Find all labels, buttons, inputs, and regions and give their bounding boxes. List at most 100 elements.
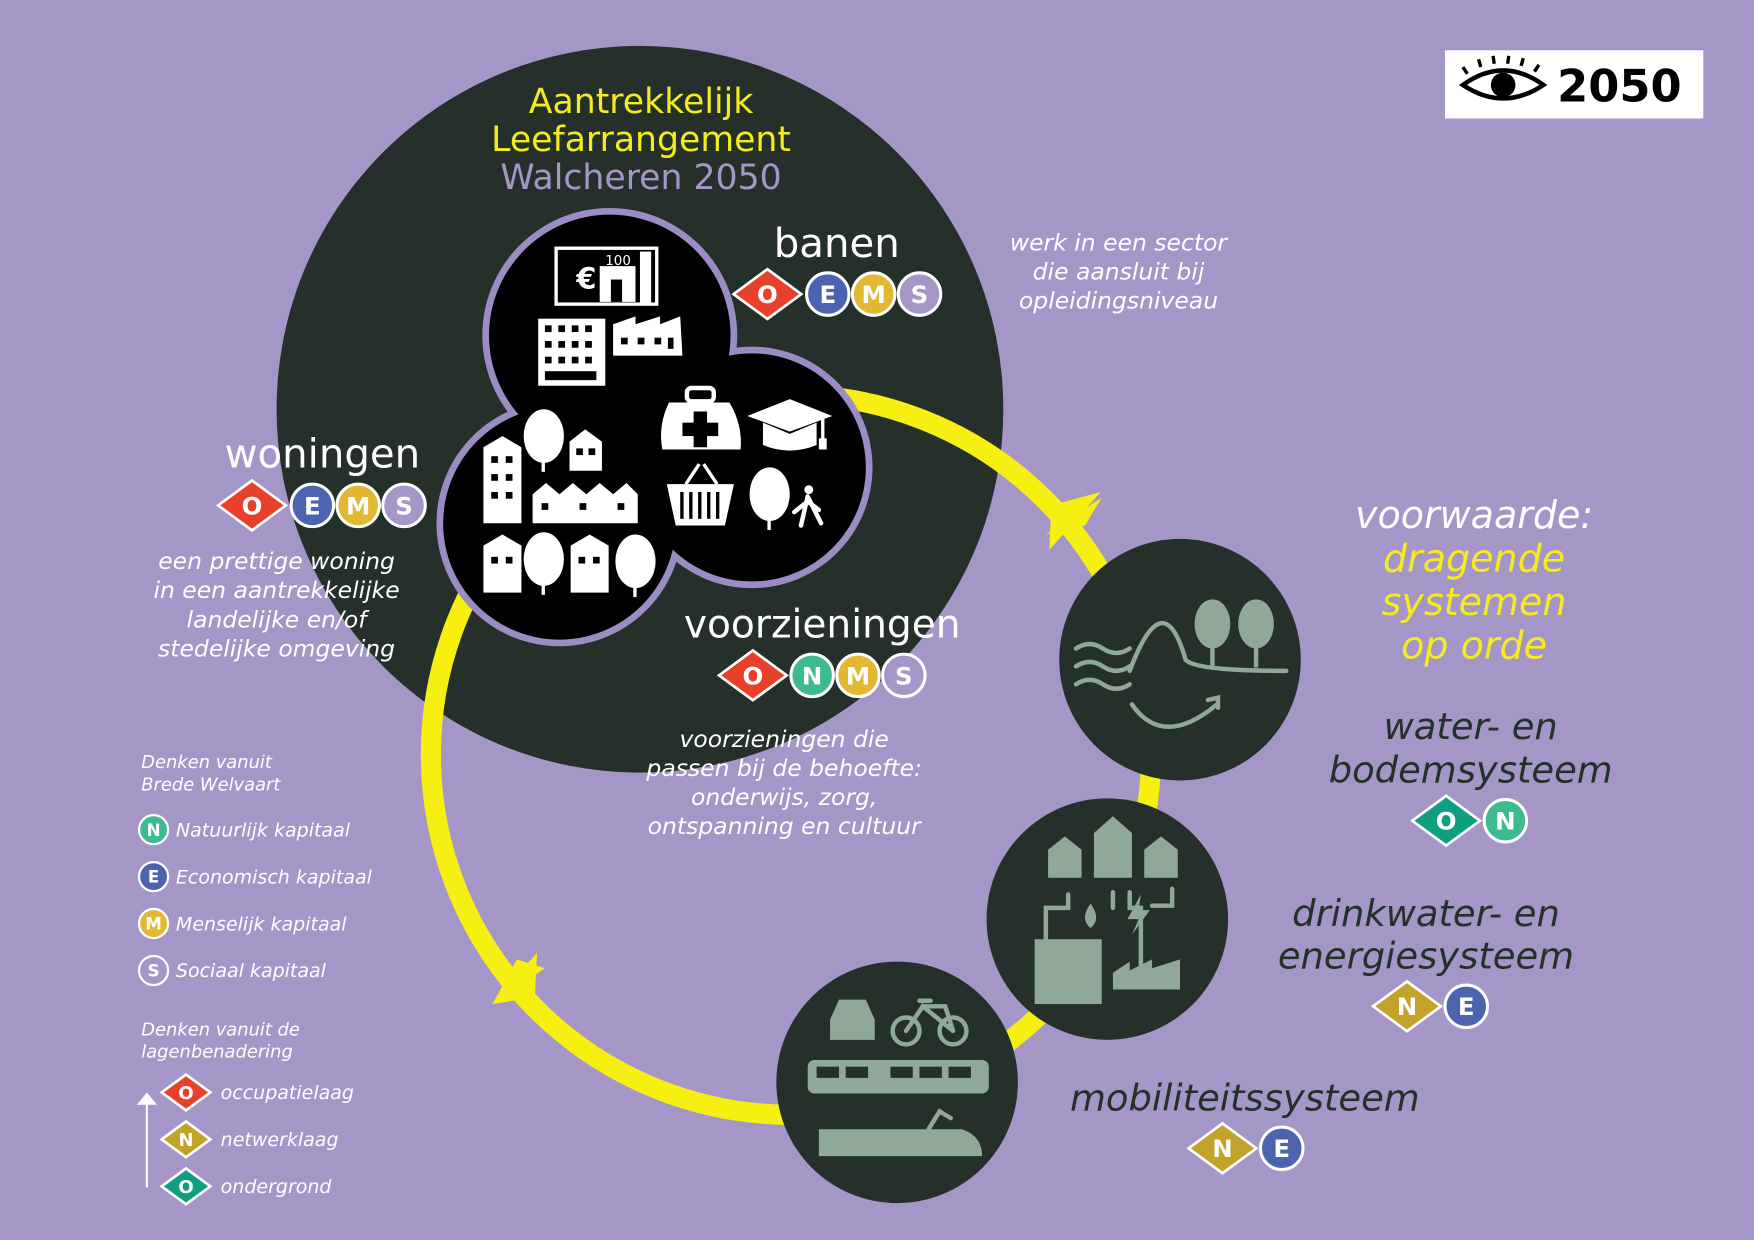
badge-letter: N (178, 1130, 193, 1151)
circle-shape (289, 482, 336, 529)
svg-text:100: 100 (605, 254, 631, 269)
system-energy-line2: energiesysteem (1278, 934, 1574, 977)
legend-lagen-title-2: lagenbenadering (141, 1042, 293, 1063)
legend-welvaart-title-2: Brede Welvaart (141, 775, 281, 796)
voorwaarde-line1: voorwaarde: (1355, 493, 1593, 537)
voorzieningen-badge-s: S (881, 652, 927, 699)
badge-letter: M (145, 914, 162, 934)
circle-shape (789, 652, 835, 699)
water-badge-n: N (1482, 797, 1529, 844)
woningen-desc-1: een prettige woning (158, 547, 395, 575)
system-water-line1: water- en (1384, 705, 1558, 748)
banknote-icon: € 100 (554, 246, 659, 306)
circle-shape (881, 652, 927, 699)
cycle-arrow-up (1049, 491, 1101, 551)
badge-letter: M (861, 280, 885, 309)
circle-shape (381, 482, 427, 529)
badge-letter: O (178, 1177, 193, 1198)
water-badge-o: O (1410, 794, 1483, 848)
woningen-badge-m: M (335, 482, 381, 529)
legend-welvaart-label: Sociaal kapitaal (176, 960, 327, 982)
eye-icon (1458, 55, 1548, 101)
circle-shape (335, 482, 381, 529)
banen-badge-s: S (896, 271, 943, 317)
svg-text:€: € (575, 261, 596, 295)
badge-letter: N (1212, 1134, 1232, 1163)
diamond-shape (1375, 983, 1439, 1030)
badge-letter: O (743, 661, 764, 690)
diamond-shape (1190, 1125, 1255, 1172)
banen-badge-e: E (805, 271, 851, 317)
circle-shape (1258, 1125, 1305, 1172)
legend-layer-badge-o: O (159, 1072, 213, 1112)
badge-letter: N (1495, 807, 1515, 836)
voorwaarde-line3: systemen (1382, 580, 1567, 624)
voorwaarde-line2: dragende (1383, 536, 1565, 580)
badge-letter: O (1436, 807, 1457, 836)
voorzieningen-desc-4: ontspanning en cultuur (648, 812, 922, 840)
badge-letter: S (148, 961, 160, 981)
circle-shape (137, 907, 170, 940)
legend-layer-label: ondergrond (221, 1176, 333, 1198)
diamond-shape (1414, 797, 1478, 844)
shopping-basket-icon (666, 463, 734, 526)
tree-walker-icon (749, 467, 824, 530)
banen-desc-2: die aansluit bij (1033, 258, 1205, 286)
banen-label: banen (774, 221, 900, 267)
woningen-badge-e: E (289, 482, 336, 529)
badge-letter: E (819, 280, 836, 309)
water-soil-system-circle (1059, 538, 1301, 781)
circle-shape (137, 813, 170, 846)
banen-desc-1: werk in een sector (1010, 228, 1229, 256)
energy-badge-n: N (1370, 979, 1444, 1033)
energy-badge-e: E (1443, 983, 1490, 1030)
medical-kit-icon (661, 385, 741, 450)
badge-letter: N (802, 661, 822, 690)
badge-letter: E (1458, 992, 1475, 1021)
circle-shape (137, 954, 170, 987)
legend-layer-label: occupatielaag (221, 1082, 354, 1104)
legend-welvaart-label: Menselijk kapitaal (176, 913, 347, 935)
voorzieningen-label: voorzieningen (684, 602, 961, 647)
circle-shape (137, 860, 170, 893)
circle-shape (896, 271, 943, 317)
voorzieningen-desc-2: passen bij de behoefte: (645, 754, 922, 782)
mobility-system-circle (776, 961, 1018, 1204)
badge-letter: O (242, 491, 263, 520)
voorzieningen-badge-n: N (789, 652, 835, 699)
circle-shape (850, 271, 897, 317)
circle-shape (1482, 797, 1529, 844)
diamond-shape (163, 1123, 209, 1156)
badge-letter: S (895, 661, 913, 690)
legend-welvaart-label: Natuurlijk kapitaal (176, 819, 351, 841)
legend-layer-badge-o: O (159, 1166, 213, 1206)
logo-2050: 2050 (1445, 50, 1704, 119)
woningen-desc-2: in een aantrekkelijke (153, 576, 399, 604)
badge-letter: N (147, 820, 161, 840)
factory-icon (613, 316, 683, 356)
title-line1: Aantrekkelijk (529, 82, 754, 122)
badge-letter: M (846, 661, 870, 690)
legend-badge-s: S (137, 954, 170, 987)
banen-desc-3: opleidingsniveau (1019, 287, 1218, 315)
badge-letter: S (911, 280, 929, 309)
voorzieningen-desc-1: voorzieningen die (680, 725, 889, 753)
logo-text: 2050 (1557, 60, 1681, 113)
legend-badge-e: E (137, 860, 170, 893)
woningen-label: woningen (225, 431, 421, 477)
badge-letter: E (148, 867, 159, 887)
badge-letter: O (178, 1083, 193, 1104)
woningen-desc-3: landelijke en/of (187, 605, 371, 633)
legend-badge-m: M (137, 907, 170, 940)
cycle-arrow-down-wing (492, 959, 545, 1005)
voorzieningen-badge-o: O (716, 648, 790, 702)
title-line3: Walcheren 2050 (500, 158, 781, 198)
circle-shape (805, 271, 851, 317)
